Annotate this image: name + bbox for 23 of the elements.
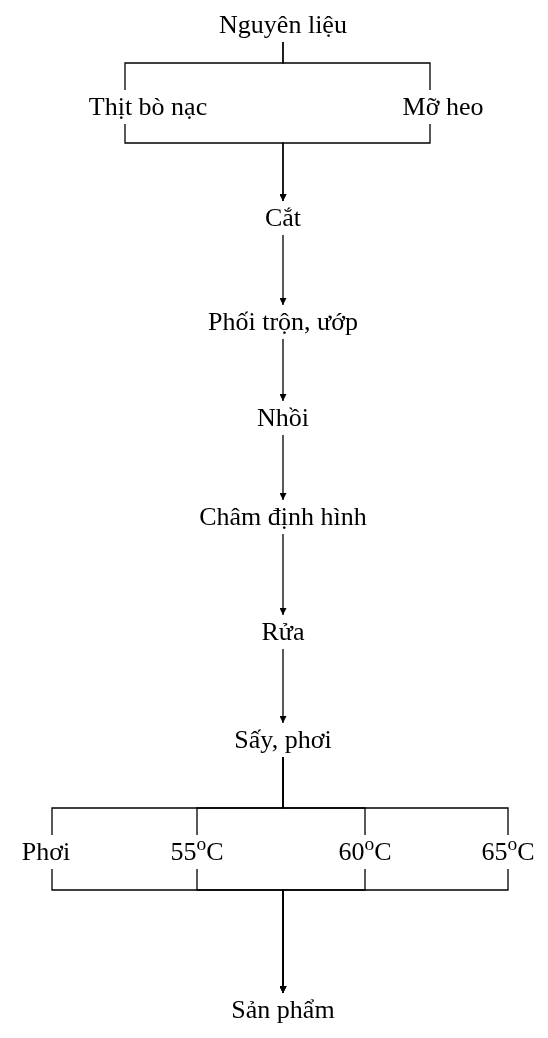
step-label: Phơi (21, 837, 71, 867)
step-label: 55$^{o}$C (170, 837, 224, 867)
step-label: Nhồi (257, 403, 309, 433)
step-label: 60$^{o}$C (338, 837, 392, 867)
arrow (279, 648, 287, 724)
arrow (279, 123, 431, 202)
step-label: Châm định hình (199, 502, 367, 532)
step-label: Nguyên liệu (219, 10, 347, 40)
arrow (279, 234, 287, 306)
step-label: Mỡ heo (402, 92, 484, 122)
step-label: Cắt (264, 203, 302, 233)
step-label: Thịt bò nạc (88, 92, 208, 122)
arrow (279, 868, 509, 994)
arrow (279, 434, 287, 501)
arrow (279, 338, 287, 402)
connector-line (282, 756, 509, 836)
step-label: Sấy, phơi (234, 725, 332, 755)
step-label: Rửa (261, 617, 305, 647)
connector-line (282, 41, 431, 91)
step-label: 65$^{o}$C (481, 837, 535, 867)
step-label: Phối trộn, ướp (208, 307, 358, 337)
step-label: Sản phẩm (231, 995, 335, 1025)
arrow (279, 533, 287, 616)
